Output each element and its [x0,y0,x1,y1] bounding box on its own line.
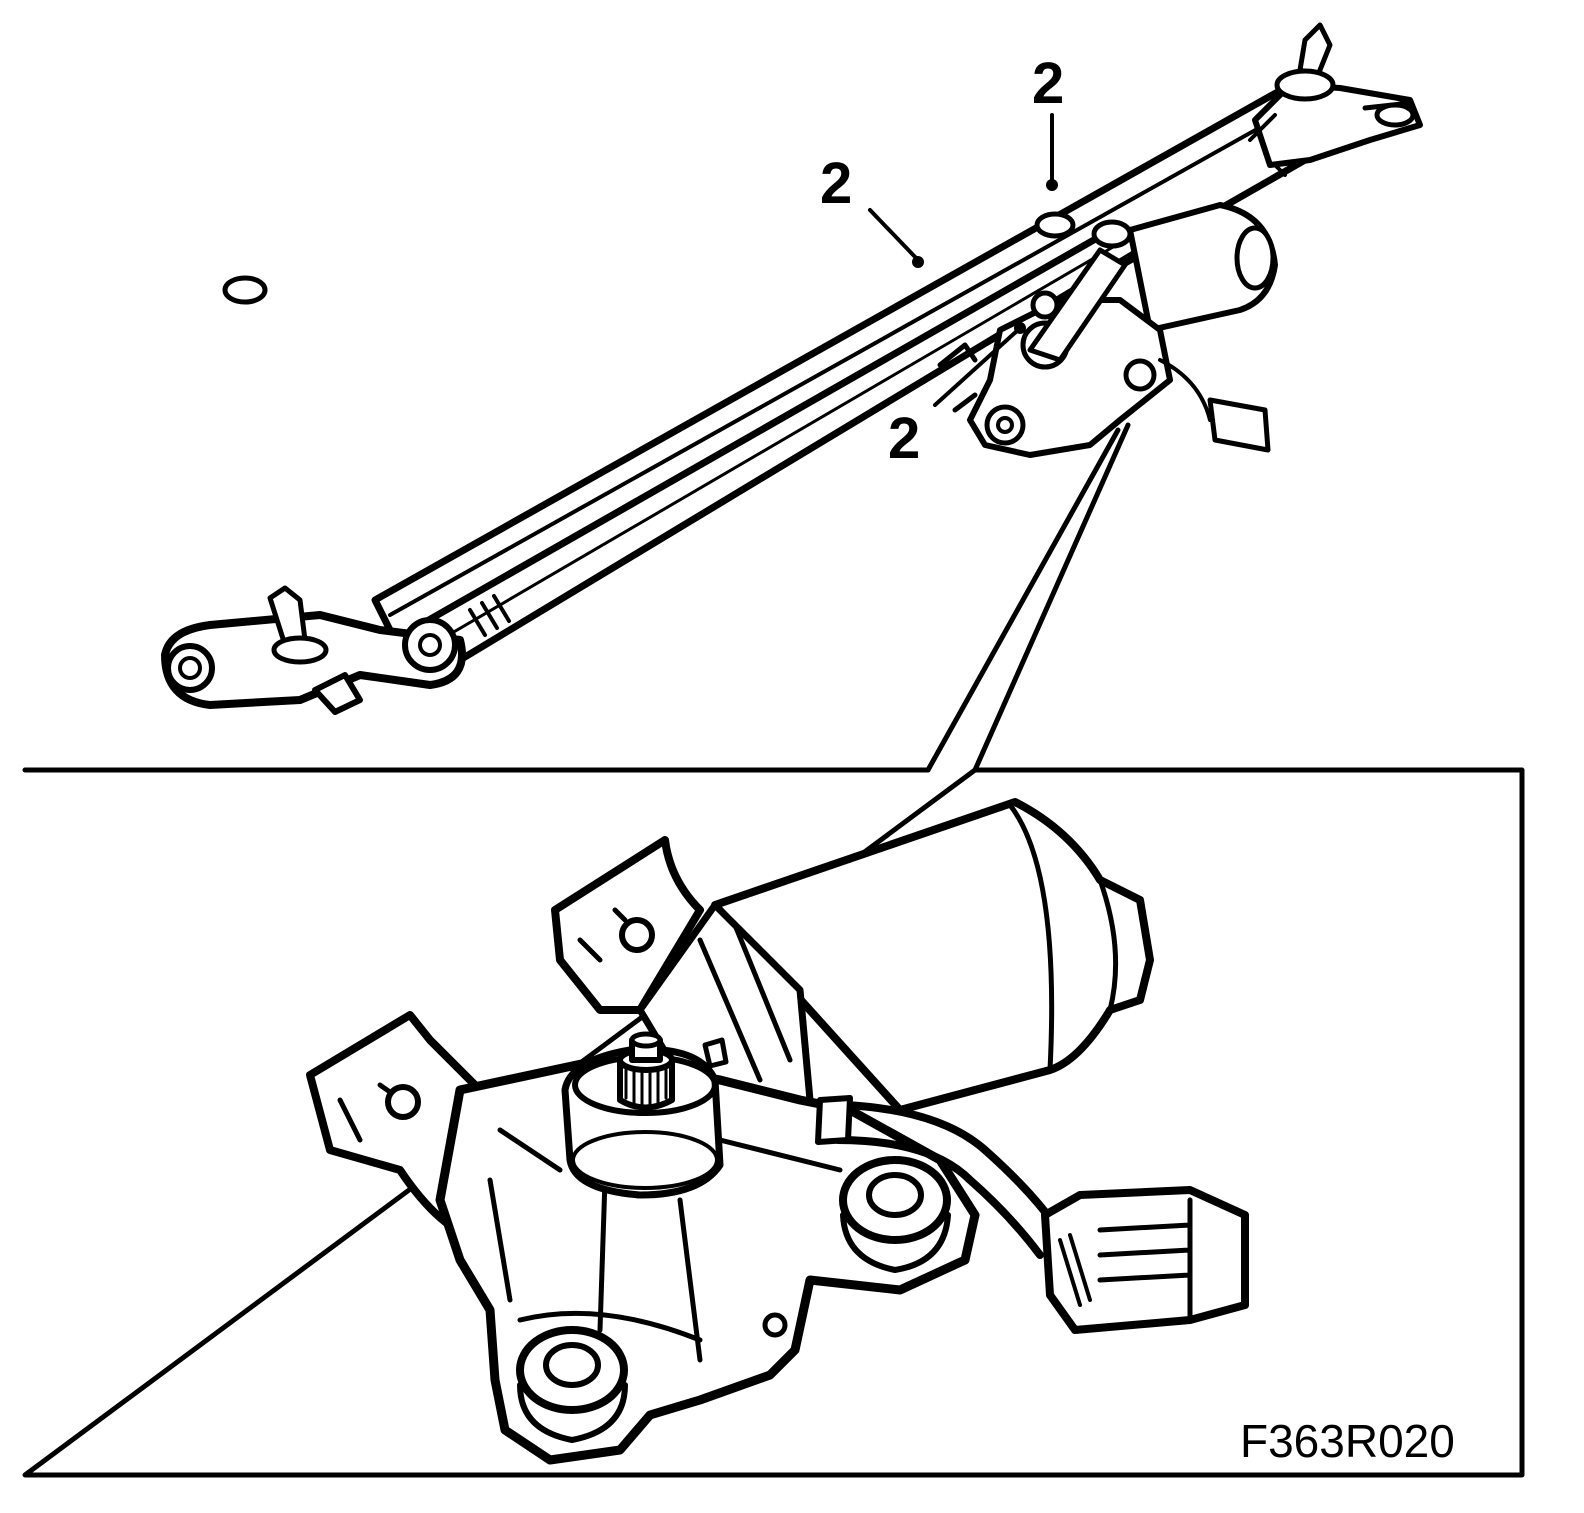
wiper-motor-detail-illustration [306,798,1249,1465]
callout-2-bottom: 2 [888,406,921,471]
detail-frame [22,767,1525,1478]
callout-2-top: 2 [1032,51,1065,116]
wiper-linkage-illustration [161,22,1423,715]
callout-2-left: 2 [820,151,853,216]
detail-pointer [925,422,1131,773]
figure-code: F363R020 [1240,1415,1455,1467]
